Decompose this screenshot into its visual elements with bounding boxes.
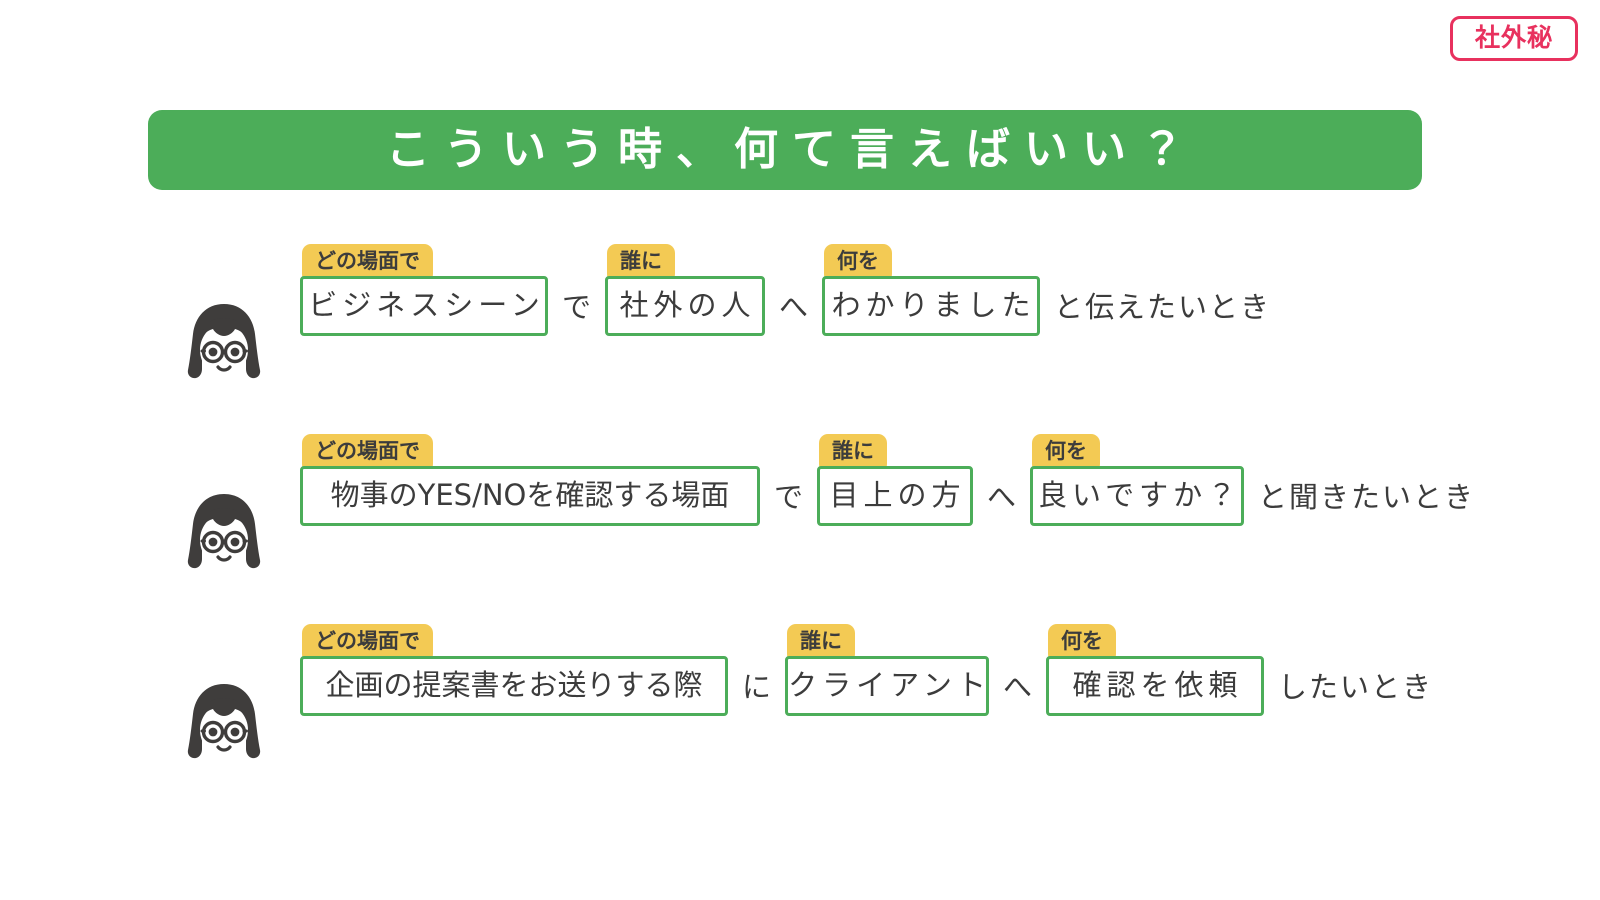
connector-scene-who: に <box>742 670 772 704</box>
woman-glasses-avatar <box>176 682 272 768</box>
who-slot: 誰に 社外の人 <box>605 244 766 336</box>
who-slot: 誰に 目上の方 <box>817 434 974 526</box>
what-slot: 何を 確認を依頼 <box>1046 624 1265 716</box>
what-slot: 何を わかりました <box>822 244 1041 336</box>
what-slot-value[interactable]: 良いですか？ <box>1030 466 1245 526</box>
connector-scene-who: で <box>774 480 804 514</box>
scene-slot-value[interactable]: ビジネスシーン <box>300 276 548 336</box>
sentence-tail: と聞きたいとき <box>1258 480 1476 514</box>
what-slot: 何を 良いですか？ <box>1030 434 1245 526</box>
who-slot-value[interactable]: 社外の人 <box>605 276 766 336</box>
what-slot-value[interactable]: 確認を依頼 <box>1046 656 1265 716</box>
who-slot-value[interactable]: クライアント <box>785 656 990 716</box>
scenario-rows: どの場面で ビジネスシーン で 誰に 社外の人 へ 何を わかりました と伝えた… <box>0 244 1600 820</box>
scene-slot: どの場面で 物事のYES/NOを確認する場面 <box>300 434 760 526</box>
sentence-tail: したいとき <box>1278 670 1434 704</box>
scenario-sentence: どの場面で 企画の提案書をお送りする際 に 誰に クライアント へ 何を 確認を… <box>300 624 1434 716</box>
title-banner: こういう時、何て言えばいい？ <box>148 110 1422 190</box>
woman-glasses-avatar <box>176 492 272 578</box>
scenario-sentence: どの場面で ビジネスシーン で 誰に 社外の人 へ 何を わかりました と伝えた… <box>300 244 1272 336</box>
who-slot: 誰に クライアント <box>785 624 990 716</box>
scenario-sentence: どの場面で 物事のYES/NOを確認する場面 で 誰に 目上の方 へ 何を 良い… <box>300 434 1476 526</box>
scene-slot-value[interactable]: 企画の提案書をお送りする際 <box>300 656 728 716</box>
scenario-row: どの場面で ビジネスシーン で 誰に 社外の人 へ 何を わかりました と伝えた… <box>0 244 1600 440</box>
scenario-row: どの場面で 物事のYES/NOを確認する場面 で 誰に 目上の方 へ 何を 良い… <box>0 434 1600 630</box>
connector-scene-who: で <box>562 290 592 324</box>
scene-slot: どの場面で 企画の提案書をお送りする際 <box>300 624 728 716</box>
sentence-tail: と伝えたいとき <box>1054 290 1272 324</box>
connector-who-what: へ <box>1003 670 1033 704</box>
page-title: こういう時、何て言えばいい？ <box>386 124 1198 175</box>
scenario-row: どの場面で 企画の提案書をお送りする際 に 誰に クライアント へ 何を 確認を… <box>0 624 1600 820</box>
confidential-badge: 社外秘 <box>1449 16 1578 61</box>
what-slot-value[interactable]: わかりました <box>822 276 1041 336</box>
connector-who-what: へ <box>987 480 1017 514</box>
connector-who-what: へ <box>779 290 809 324</box>
scene-slot-value[interactable]: 物事のYES/NOを確認する場面 <box>300 466 760 526</box>
scene-slot: どの場面で ビジネスシーン <box>300 244 548 336</box>
woman-glasses-avatar <box>176 302 272 388</box>
who-slot-value[interactable]: 目上の方 <box>817 466 974 526</box>
